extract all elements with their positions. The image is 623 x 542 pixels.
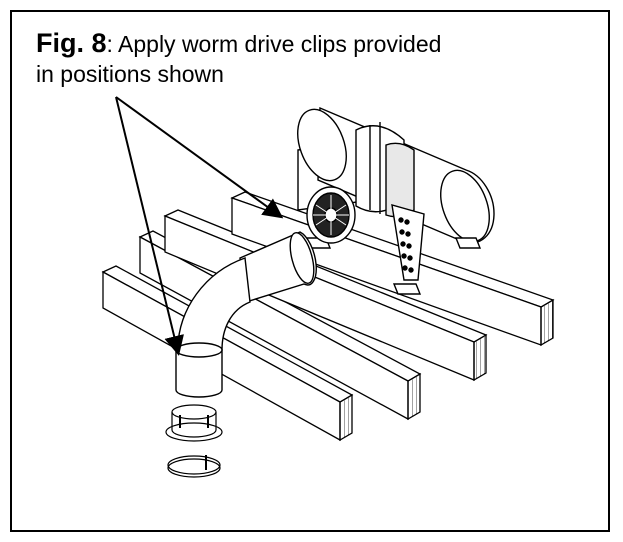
fan-unit — [297, 106, 495, 295]
figure-caption: Fig. 8: Apply worm drive clips provided … — [36, 28, 441, 89]
worm-drive-clips — [165, 404, 223, 478]
figure-label: Fig. 8 — [36, 28, 107, 58]
caption-text-line1: : Apply worm drive clips provided — [106, 31, 442, 57]
caption-text-line2: in positions shown — [36, 61, 224, 87]
arrow-to-fan-connection — [115, 96, 284, 219]
pointer-arrows — [115, 96, 284, 356]
arrow-to-elbow-base — [115, 96, 184, 356]
